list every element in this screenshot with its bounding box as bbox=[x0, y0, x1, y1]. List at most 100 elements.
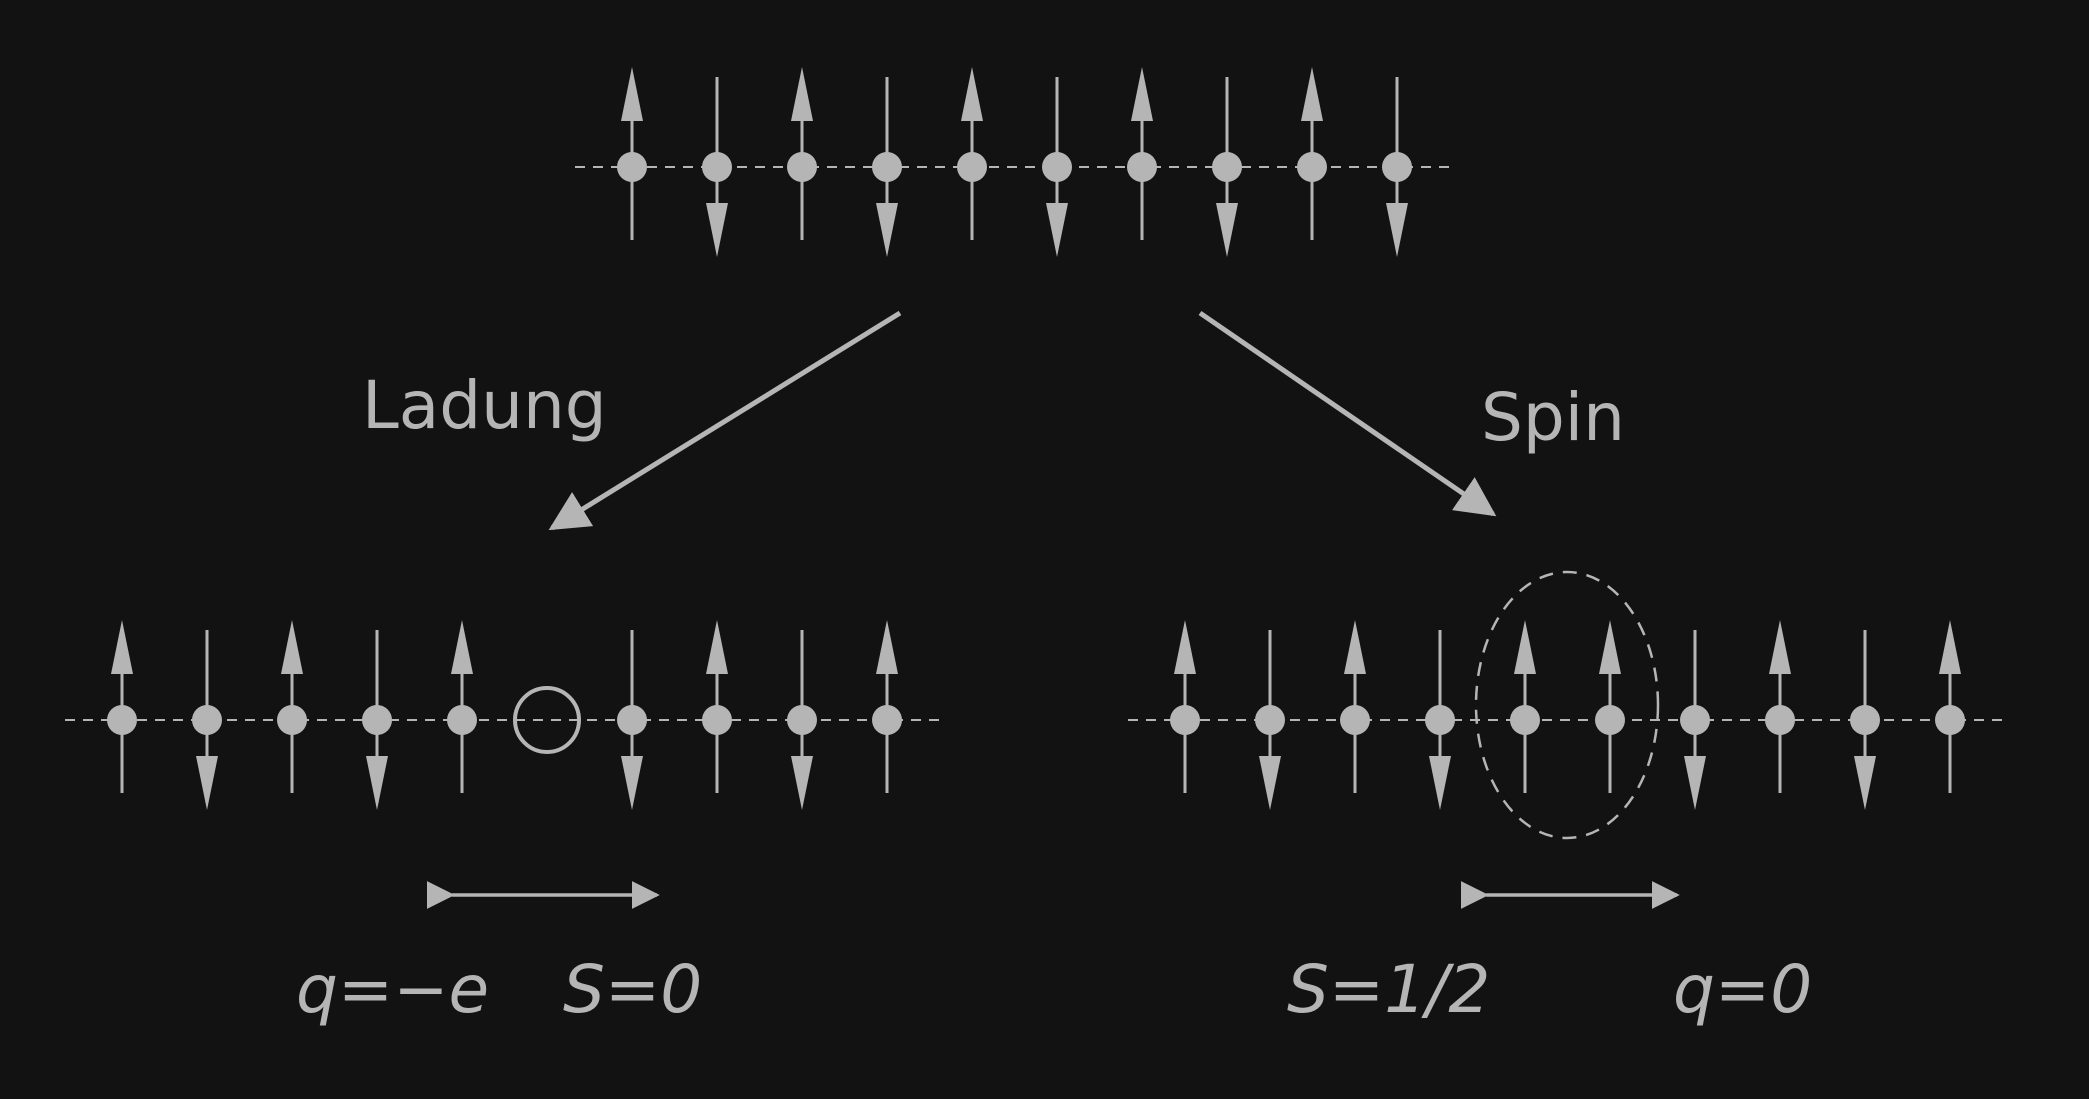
charge-quantum-label: q=−e bbox=[296, 951, 489, 1028]
up-arrow-icon bbox=[1131, 67, 1153, 121]
spin-down-site bbox=[1212, 77, 1242, 257]
spin-down-site bbox=[872, 77, 902, 257]
lattice-site-dot bbox=[1425, 705, 1455, 735]
lattice-site-dot bbox=[1170, 705, 1200, 735]
spin-spin-label: S=1/2 bbox=[1287, 951, 1490, 1028]
spin-down-site bbox=[1042, 77, 1072, 257]
up-arrow-icon bbox=[791, 67, 813, 121]
up-arrow-icon bbox=[961, 67, 983, 121]
spin-up-site bbox=[1297, 67, 1327, 240]
spin-up-site bbox=[1595, 620, 1625, 793]
spin-excitation-chain bbox=[1128, 620, 2003, 810]
up-arrow-icon bbox=[1301, 67, 1323, 121]
spin-down-site bbox=[192, 630, 222, 810]
spin-up-site bbox=[1765, 620, 1795, 793]
spin-down-site bbox=[362, 630, 392, 810]
down-arrow-icon bbox=[706, 203, 728, 257]
spin-down-site bbox=[1425, 630, 1455, 810]
lattice-site-dot bbox=[957, 152, 987, 182]
up-arrow-icon bbox=[111, 620, 133, 674]
lattice-site-dot bbox=[872, 152, 902, 182]
lattice-site-dot bbox=[1850, 705, 1880, 735]
charge-branch-arrow bbox=[548, 310, 902, 531]
lattice-site-dot bbox=[192, 705, 222, 735]
down-arrow-icon bbox=[876, 203, 898, 257]
lattice-site-dot bbox=[617, 705, 647, 735]
lattice-site-dot bbox=[702, 705, 732, 735]
spin-charge-label: q=0 bbox=[1673, 951, 1812, 1028]
spin-branch-label: Spin bbox=[1481, 379, 1625, 456]
lattice-site-dot bbox=[702, 152, 732, 182]
spin-up-site bbox=[1935, 620, 1965, 793]
lattice-site-dot bbox=[617, 152, 647, 182]
spin-down-site bbox=[617, 630, 647, 810]
lattice-site-dot bbox=[872, 705, 902, 735]
lattice-site-dot bbox=[1042, 152, 1072, 182]
down-arrow-icon bbox=[366, 756, 388, 810]
lattice-site-dot bbox=[362, 705, 392, 735]
up-arrow-icon bbox=[1514, 620, 1536, 674]
down-arrow-icon bbox=[1046, 203, 1068, 257]
down-arrow-icon bbox=[1216, 203, 1238, 257]
spin-down-site bbox=[1255, 630, 1285, 810]
lattice-site-dot bbox=[1340, 705, 1370, 735]
lattice-site-dot bbox=[1297, 152, 1327, 182]
charge-spin-label: S=0 bbox=[563, 951, 702, 1028]
down-arrow-icon bbox=[791, 756, 813, 810]
spinon-pair-ellipse bbox=[1474, 570, 1660, 840]
charge-excitation-chain bbox=[65, 620, 940, 810]
up-arrow-icon bbox=[706, 620, 728, 674]
spin-up-site bbox=[702, 620, 732, 793]
lattice-site-dot bbox=[1212, 152, 1242, 182]
down-arrow-icon bbox=[1429, 756, 1451, 810]
up-arrow-icon bbox=[1599, 620, 1621, 674]
down-arrow-icon bbox=[1386, 203, 1408, 257]
spin-up-site bbox=[447, 620, 477, 793]
spin-up-site bbox=[1340, 620, 1370, 793]
charge-branch-label: Ladung bbox=[362, 367, 607, 444]
lattice-site-dot bbox=[277, 705, 307, 735]
spin-up-site bbox=[1127, 67, 1157, 240]
lattice-site-dot bbox=[1382, 152, 1412, 182]
spin-down-site bbox=[702, 77, 732, 257]
spin-branch-arrow bbox=[1198, 310, 1497, 517]
lattice-site-dot bbox=[1127, 152, 1157, 182]
up-arrow-icon bbox=[1344, 620, 1366, 674]
holon-hole bbox=[513, 686, 581, 754]
up-arrow-icon bbox=[876, 620, 898, 674]
spin-up-site bbox=[277, 620, 307, 793]
lattice-site-dot bbox=[1595, 705, 1625, 735]
lattice-site-dot bbox=[107, 705, 137, 735]
spin-up-site bbox=[107, 620, 137, 793]
down-arrow-icon bbox=[1684, 756, 1706, 810]
spin-down-site bbox=[1382, 77, 1412, 257]
lattice-site-dot bbox=[1765, 705, 1795, 735]
spin-down-site bbox=[1850, 630, 1880, 810]
up-arrow-icon bbox=[621, 67, 643, 121]
spin-up-site bbox=[617, 67, 647, 240]
lattice-site-dot bbox=[1255, 705, 1285, 735]
down-arrow-icon bbox=[621, 756, 643, 810]
up-arrow-icon bbox=[1174, 620, 1196, 674]
spin-up-site bbox=[957, 67, 987, 240]
down-arrow-icon bbox=[1259, 756, 1281, 810]
up-arrow-icon bbox=[1769, 620, 1791, 674]
spin-up-site bbox=[1170, 620, 1200, 793]
spin-up-site bbox=[787, 67, 817, 240]
lattice-site-dot bbox=[1680, 705, 1710, 735]
lattice-site-dot bbox=[447, 705, 477, 735]
up-arrow-icon bbox=[1939, 620, 1961, 674]
spin-down-site bbox=[1680, 630, 1710, 810]
down-arrow-icon bbox=[1854, 756, 1876, 810]
lattice-site-dot bbox=[787, 152, 817, 182]
up-arrow-icon bbox=[281, 620, 303, 674]
down-arrow-icon bbox=[196, 756, 218, 810]
lattice-site-dot bbox=[1935, 705, 1965, 735]
spin-down-site bbox=[787, 630, 817, 810]
top-spin-chain bbox=[575, 67, 1450, 257]
up-arrow-icon bbox=[451, 620, 473, 674]
lattice-site-dot bbox=[787, 705, 817, 735]
spin-up-site bbox=[1510, 620, 1540, 793]
spin-up-site bbox=[872, 620, 902, 793]
